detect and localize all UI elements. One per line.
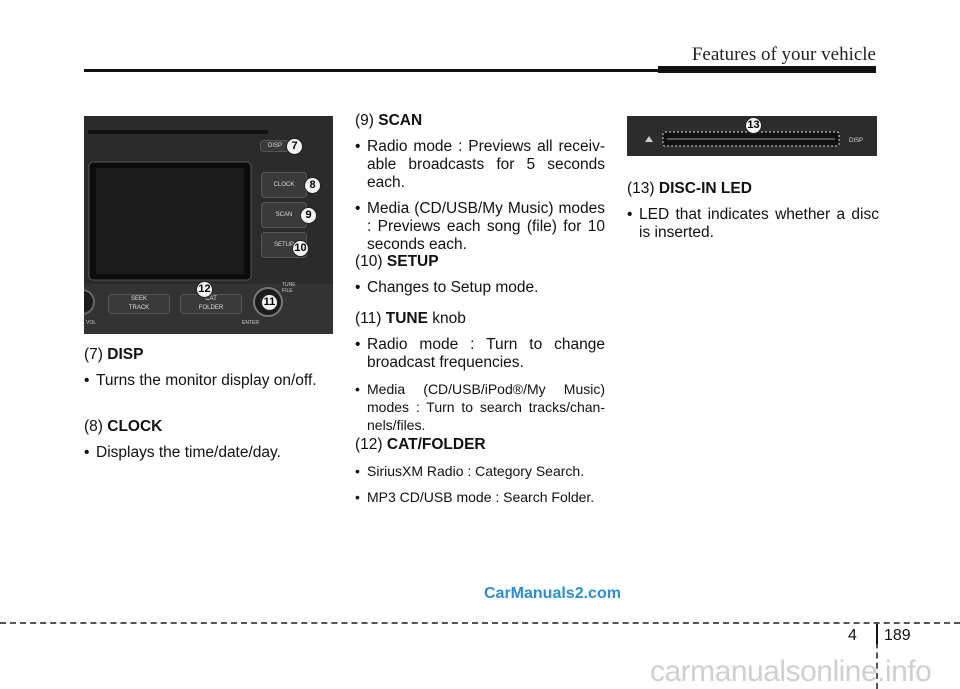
tune-label: TUNE FILE bbox=[282, 282, 296, 294]
bullet-text: LED that indicates whether a disc is ins… bbox=[627, 206, 879, 242]
scan-button[interactable]: SCAN bbox=[261, 202, 307, 228]
vol-label: VOL bbox=[86, 320, 97, 326]
enter-label: ENTER bbox=[242, 320, 259, 326]
bullet-text: Turns the monitor display on/off. bbox=[84, 372, 336, 390]
section-heading: (7) DISP bbox=[84, 346, 144, 363]
bullet-text: SiriusXM Radio : Category Search. bbox=[355, 462, 605, 480]
section-heading: (8) CLOCK bbox=[84, 418, 163, 435]
disc-slot-photo: DISP 13 bbox=[627, 116, 877, 156]
bullet-text: Radio mode : Previews all receiv-able br… bbox=[355, 138, 605, 192]
section-13: (13) DISC-IN LED LED that indicates whet… bbox=[627, 180, 879, 250]
seek-track-button[interactable]: SEEK TRACK bbox=[108, 294, 170, 314]
callout-10: 10 bbox=[292, 240, 309, 257]
audio-unit-photo: DISP CLOCK SCAN SETUP SEEK TRACK CAT FOL… bbox=[84, 116, 333, 334]
chapter-number: 4 bbox=[848, 627, 857, 644]
bullet-text: Displays the time/date/day. bbox=[84, 444, 336, 462]
section-heading: (13) DISC-IN LED bbox=[627, 180, 752, 197]
callout-9: 9 bbox=[300, 207, 317, 224]
section-12: (12) CAT/FOLDER SiriusXM Radio : Categor… bbox=[355, 436, 605, 514]
section-heading: (10) SETUP bbox=[355, 253, 439, 270]
cat-folder-button[interactable]: CAT FOLDER bbox=[180, 294, 242, 314]
disp-label: DISP bbox=[849, 138, 864, 144]
callout-11: 11 bbox=[261, 294, 278, 311]
page-number: 189 bbox=[884, 627, 911, 644]
header-rule bbox=[84, 69, 664, 72]
section-9: (9) SCAN Radio mode : Previews all recei… bbox=[355, 112, 605, 262]
callout-7: 7 bbox=[286, 138, 303, 155]
bullet-text: MP3 CD/USB mode : Search Folder. bbox=[355, 488, 605, 506]
callout-8: 8 bbox=[304, 177, 321, 194]
header-title: Features of your vehicle bbox=[691, 44, 876, 65]
watermark-link[interactable]: CarManuals2.com bbox=[484, 585, 621, 602]
bullet-text: Changes to Setup mode. bbox=[355, 279, 605, 297]
bullet-text: Media (CD/USB/My Music) modes : Previews… bbox=[355, 200, 605, 254]
section-8: (8) CLOCK Displays the time/date/day. bbox=[84, 418, 336, 470]
bullet-text: Media (CD/USB/iPod®/My Music) modes : Tu… bbox=[355, 380, 605, 434]
section-7: (7) DISP Turns the monitor display on/of… bbox=[84, 346, 336, 398]
section-heading: (11) TUNE knob bbox=[355, 310, 466, 327]
footer-vertical-divider bbox=[876, 622, 878, 689]
bullet-text: Radio mode : Turn to change broadcast fr… bbox=[355, 336, 605, 372]
clock-button[interactable]: CLOCK bbox=[261, 172, 307, 198]
site-watermark: carmanualsonline.info bbox=[650, 655, 932, 688]
section-10: (10) SETUP Changes to Setup mode. bbox=[355, 253, 605, 305]
section-heading: (12) CAT/FOLDER bbox=[355, 436, 486, 453]
page-separator bbox=[876, 624, 878, 644]
header-rule-thick bbox=[658, 66, 876, 73]
callout-12: 12 bbox=[196, 281, 213, 298]
callout-13: 13 bbox=[745, 117, 762, 134]
footer-divider bbox=[0, 622, 960, 624]
section-11: (11) TUNE knob Radio mode : Turn to chan… bbox=[355, 310, 605, 442]
section-heading: (9) SCAN bbox=[355, 112, 423, 129]
